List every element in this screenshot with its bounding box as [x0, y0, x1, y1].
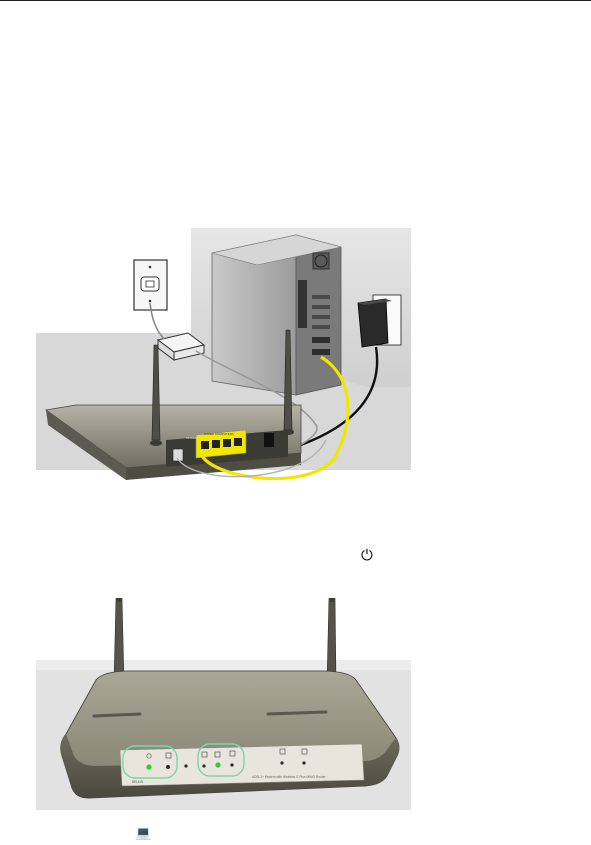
modem-port-label: MODEM: [186, 436, 198, 440]
header-rule: [0, 0, 591, 1]
router-front-illustration: BELKIN ADSL2+ Modem with Wireless G Plus…: [36, 598, 416, 810]
router-body: BELKIN ADSL2+ Modem with Wireless G Plus…: [61, 671, 399, 798]
brand-text: BELKIN: [132, 780, 144, 784]
setup-illustration: MODEM WIRED COMPUTERS: [36, 225, 416, 495]
computer-icon: 💻: [135, 827, 151, 840]
computer-tower: [212, 235, 341, 395]
power-icon: ⏻: [361, 548, 373, 563]
power-led: [146, 764, 151, 769]
lan-led: [215, 762, 220, 767]
phone-wall-jack: [134, 260, 167, 310]
model-caption: ADSL2+ Modem with Wireless G Plus MIMO R…: [252, 775, 327, 779]
ports-label: WIRED COMPUTERS: [204, 432, 234, 436]
